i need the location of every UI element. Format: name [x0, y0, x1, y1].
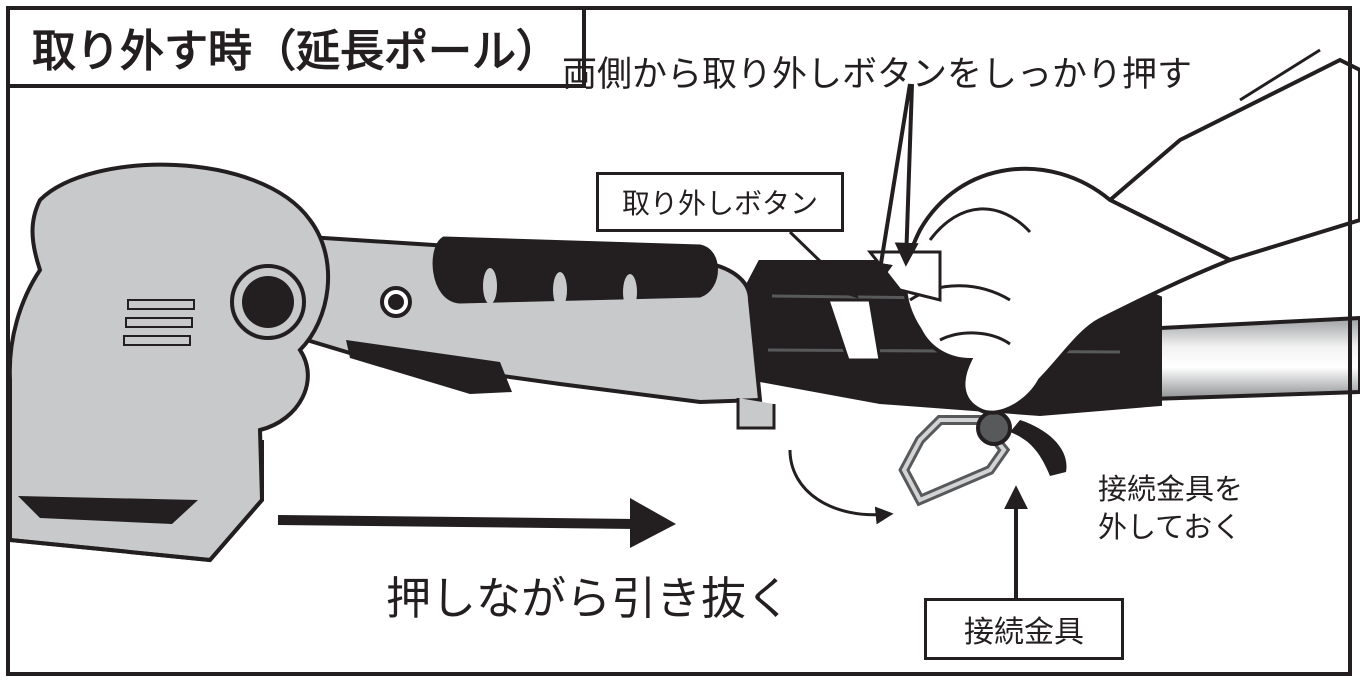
- instruction-heading: 両側から取り外しボタンをしっかり押す: [562, 55, 1193, 95]
- leader-line: [788, 230, 859, 299]
- sander-icon: [7, 162, 776, 563]
- hand-icon: [903, 48, 1360, 415]
- page-title: 取り外す時（延長ポール）: [6, 6, 586, 88]
- fitting-note: 接続金具を 外しておく: [1098, 470, 1243, 546]
- fitting-note-line-2: 外しておく: [1098, 510, 1242, 544]
- curved-arrow-icon: [788, 449, 894, 525]
- fitting-note-line-1: 接続金具を: [1098, 472, 1244, 506]
- arrow-icon: [277, 498, 676, 548]
- pointer-line: [894, 83, 919, 267]
- fitting-label: 接続金具: [924, 598, 1124, 660]
- outer-frame: [6, 6, 1352, 676]
- action-caption: 押しながら引き抜く: [386, 572, 792, 625]
- pointer-line: [869, 83, 912, 287]
- release-button-label: 取り外しボタン: [596, 172, 844, 232]
